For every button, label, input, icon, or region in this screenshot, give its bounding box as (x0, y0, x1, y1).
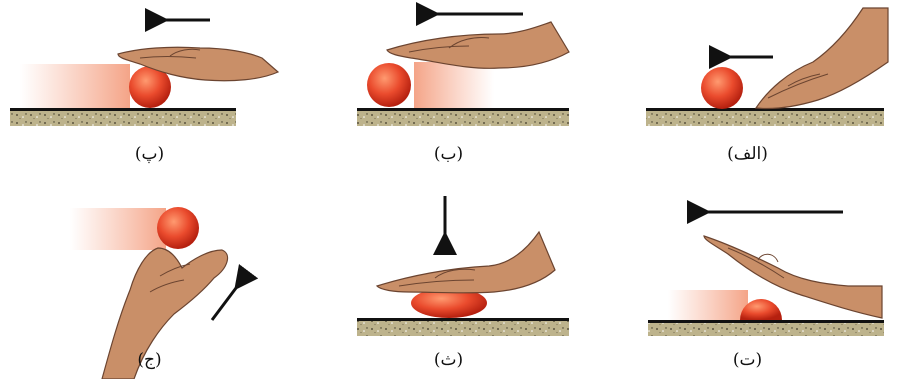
caption-jim: (ج) (0, 350, 299, 370)
ball-icon (367, 63, 411, 107)
caption-alef: (الف) (598, 144, 897, 164)
ball-icon (701, 67, 743, 109)
panel-jim: (ج) (0, 190, 299, 379)
caption-se: (ث) (299, 350, 598, 370)
ground (10, 108, 236, 126)
panel-se: (ث) (299, 190, 598, 379)
ground (357, 108, 569, 126)
panel-be: (ب) (299, 0, 598, 189)
hand-icon (377, 232, 555, 293)
caption-pe: (پ) (0, 144, 299, 164)
ground (646, 108, 884, 126)
caption-te: (ت) (598, 350, 897, 370)
panel-te: (ت) (598, 190, 897, 379)
hand-icon (387, 22, 569, 68)
ball-icon (157, 207, 199, 249)
motion-trail (414, 62, 494, 108)
ground (648, 320, 884, 336)
arrow-icon (212, 288, 236, 320)
hand-icon (756, 8, 888, 109)
motion-trail (70, 208, 166, 250)
caption-be: (ب) (299, 144, 598, 164)
motion-trail (20, 64, 130, 108)
ground (357, 318, 569, 336)
motion-trail (668, 290, 748, 320)
panel-alef: (الف) (598, 0, 897, 189)
panel-pe: (پ) (0, 0, 299, 189)
